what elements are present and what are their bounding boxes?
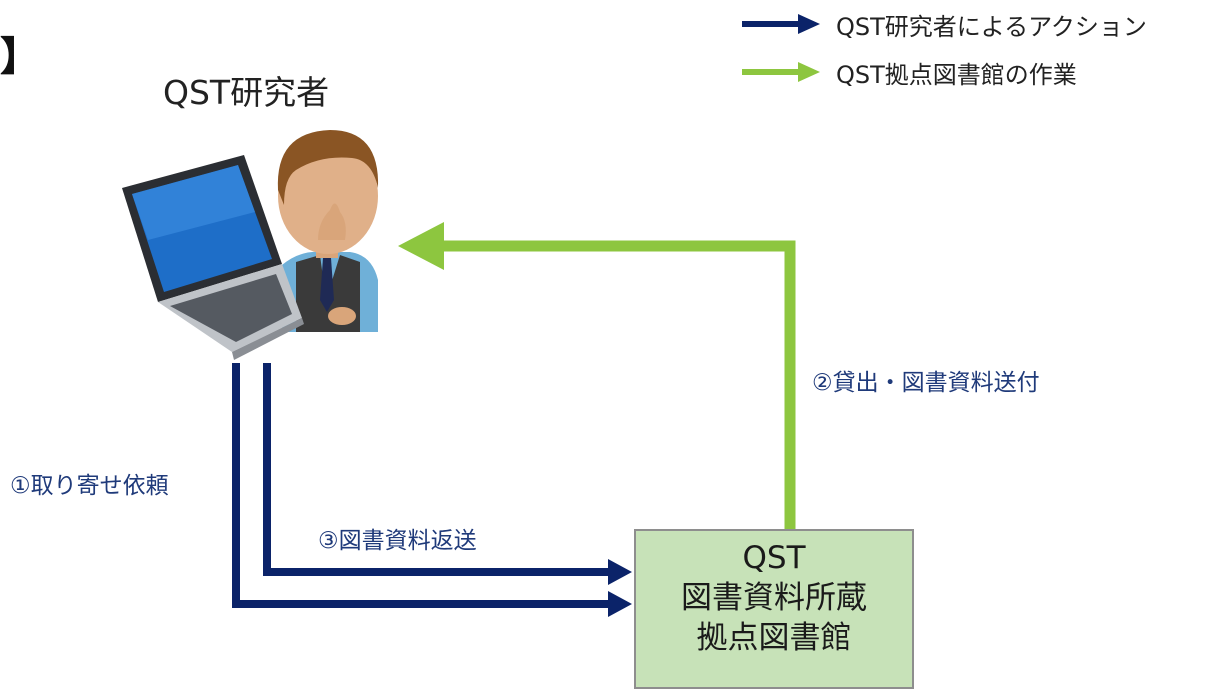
return-label: ③図書資料返送 [318,528,477,554]
request-arrow [232,363,632,617]
return-arrow [263,363,632,585]
legend: QST研究者によるアクション QST拠点図書館の作業 [742,0,1206,100]
bracket-fragment: 】 [0,34,40,80]
lend-arrow [398,222,796,529]
library-box-line-1: QST [742,540,806,576]
legend-item-researcher-action: QST研究者によるアクション [742,4,1147,44]
legend-label-researcher-action: QST研究者によるアクション [836,12,1147,41]
lend-label: ②貸出・図書資料送付 [812,370,1040,396]
researcher-title: QST研究者 [163,73,330,112]
researcher-with-laptop-icon [122,130,379,360]
legend-label-library-action: QST拠点図書館の作業 [836,60,1077,89]
legend-item-library-action: QST拠点図書館の作業 [742,52,1077,92]
navy-arrow-swatch-icon [742,13,820,35]
library-box-line-2: 図書資料所蔵 [681,580,867,616]
green-arrow-swatch-icon [742,61,820,83]
library-box: QST 図書資料所蔵 拠点図書館 [634,529,914,689]
library-box-line-3: 拠点図書館 [696,620,852,656]
request-label: ①取り寄せ依頼 [10,473,169,499]
